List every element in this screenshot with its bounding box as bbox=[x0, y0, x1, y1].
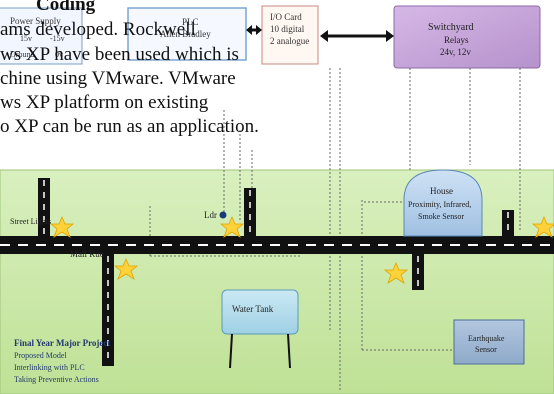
street-light-5-icon bbox=[531, 215, 554, 238]
mall-road-label: Mall Rue bbox=[70, 249, 104, 259]
house-title: House bbox=[430, 186, 453, 196]
power-supply-ground: Ground bbox=[10, 50, 34, 59]
overlay-text-line-3: chine using VMware. VMware bbox=[0, 68, 236, 89]
project-line-2: Interlinking with PLC bbox=[14, 363, 85, 372]
earthquake-line1: Earthquake bbox=[468, 334, 505, 343]
overlay-text-line-4: ws XP platform on existing bbox=[0, 92, 209, 113]
io-card-line2: 10 digital bbox=[270, 24, 305, 34]
project-line-1: Proposed Model bbox=[14, 351, 67, 360]
overlay-text-line-5: o XP can be run as an application. bbox=[0, 116, 259, 137]
earthquake-line2: Sensor bbox=[475, 345, 497, 354]
switchyard-voltage: 24v, 12v bbox=[440, 47, 471, 57]
street-light-1-icon bbox=[49, 215, 75, 238]
switchyard-box bbox=[393, 5, 541, 69]
switchyard-relays: Relays bbox=[444, 35, 469, 45]
house-line1: Proximity, Infrared, bbox=[408, 200, 471, 209]
street-light-2-icon bbox=[219, 215, 245, 238]
house-shape bbox=[403, 169, 483, 237]
plc-brand: Allen Bradley bbox=[160, 29, 211, 39]
section-heading: Coding bbox=[36, 0, 96, 15]
road-network bbox=[0, 178, 554, 366]
street-lights-label: Street Lights bbox=[10, 217, 51, 226]
power-supply-neg15v: -15v bbox=[50, 34, 65, 43]
power-supply-0v: 0v bbox=[55, 50, 63, 59]
plc-io-arrowhead-left bbox=[246, 25, 252, 35]
ldr-label: Ldr bbox=[204, 210, 217, 220]
io-switchyard-arrowhead-right bbox=[386, 30, 394, 42]
io-switchyard-arrowhead-left bbox=[320, 30, 328, 42]
plc-io-arrowhead-right bbox=[256, 25, 262, 35]
project-line-3: Taking Preventive Actions bbox=[14, 375, 99, 384]
switchyard-title: Switchyard bbox=[428, 22, 474, 33]
water-tank-leg-left bbox=[229, 333, 233, 369]
io-card-box bbox=[261, 5, 319, 65]
power-supply-box bbox=[0, 7, 83, 65]
water-tank-leg-right bbox=[287, 333, 291, 369]
water-tank-shape bbox=[221, 289, 299, 335]
ldr-sensor-icon bbox=[219, 211, 227, 219]
io-card-line3: 2 analogue bbox=[270, 36, 309, 46]
plc-title: PLC bbox=[182, 17, 199, 27]
power-supply-15v: 15v bbox=[20, 34, 32, 43]
overlay-text-line-2: ws XP have been used which is bbox=[0, 44, 239, 65]
plc-box bbox=[127, 7, 247, 61]
overlay-text-line-1: ams developed. Rockwell bbox=[0, 19, 196, 41]
overlay-text-line-1-content: ams developed. Rockwell bbox=[0, 19, 196, 40]
street-light-3-icon bbox=[113, 257, 139, 280]
water-tank-label: Water Tank bbox=[232, 304, 274, 314]
io-card-line1: I/O Card bbox=[270, 12, 302, 22]
house-line2: Smoke Sensor bbox=[418, 212, 464, 221]
earthquake-sensor-box bbox=[453, 319, 525, 365]
power-supply-title: Power Supply bbox=[10, 16, 61, 26]
street-light-4-icon bbox=[383, 261, 409, 284]
project-title: Final Year Major Project bbox=[14, 338, 110, 348]
